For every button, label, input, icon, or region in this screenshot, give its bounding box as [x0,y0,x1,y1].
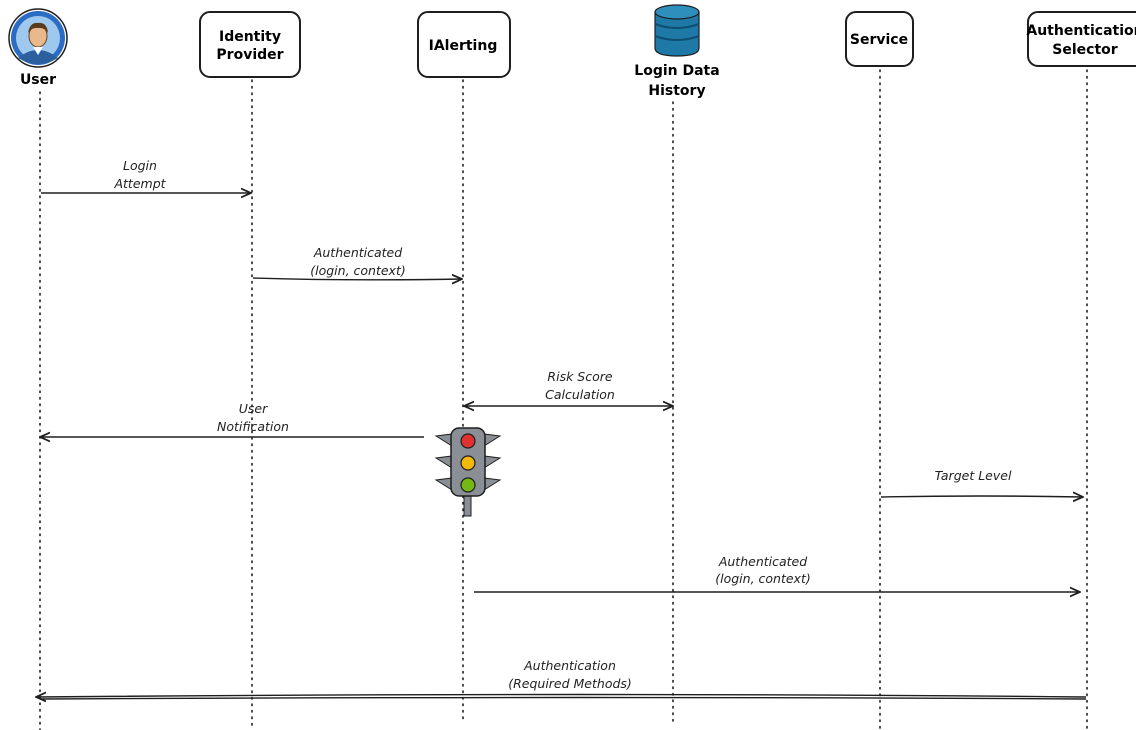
message-authenticated-2-line2: (login, context) [715,571,810,586]
traffic-light-icon [434,427,502,517]
participant-service-label: Service [850,32,908,48]
message-authentication-methods-line2: (Required Methods) [508,676,632,691]
database-icon [654,4,700,57]
message-authenticated-1-line2: (login, context) [310,263,405,278]
participant-ialerting-box [417,11,511,78]
participant-user-label: User [20,72,56,88]
participant-identity-provider-line1: Identity [219,29,281,45]
message-login-attempt-line1: Login [123,158,157,173]
participant-login-history-line1: Login Data [634,63,719,79]
message-risk-score-line1: Risk Score [547,369,612,384]
message-login-attempt-line2: Attempt [113,176,166,191]
message-authentication-methods-line1: Authentication [523,658,616,673]
participant-service-box [845,11,914,67]
message-target-level-line1: Target Level [935,468,1012,483]
participant-login-history-line2: History [648,83,705,99]
arrow-authenticated-1 [252,278,462,280]
participant-auth-selector-line1: Authentication [1026,23,1136,39]
user-avatar-icon [8,8,68,68]
participant-ialerting-label: IAlerting [429,38,498,54]
participant-auth-selector-line2: Selector [1052,42,1117,58]
message-authenticated-2-line1: Authenticated [718,554,807,569]
message-authenticated-1-line1: Authenticated [313,245,402,260]
message-user-notification-line1: User [239,401,268,416]
arrow-target-level [880,496,1083,497]
message-user-notification-line2: Notification [217,419,289,434]
arrow-authentication-methods [36,695,1087,698]
participant-identity-provider-line2: Provider [216,47,283,63]
participant-identity-provider-box [199,11,301,78]
participant-auth-selector-box [1027,11,1136,67]
message-risk-score-line2: Calculation [545,387,615,402]
arrow-authentication-methods-sketch [39,696,1087,700]
